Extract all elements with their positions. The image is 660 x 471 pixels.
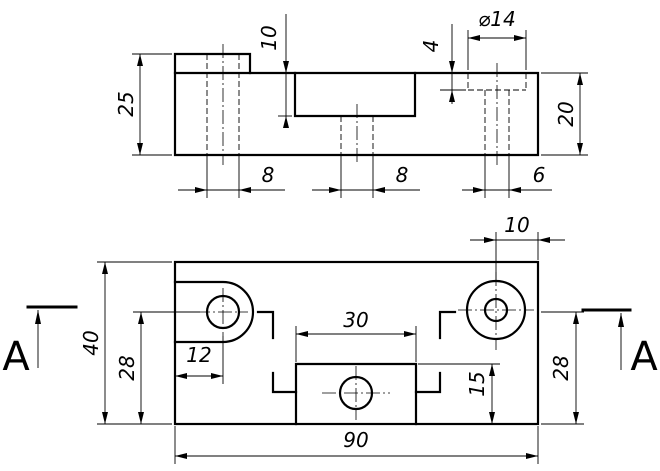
dim-counterbore-depth-label: 4 xyxy=(419,40,443,53)
right-slot-corner xyxy=(438,310,457,340)
left-slot-corner xyxy=(256,310,275,340)
dim-hole-left-label: 8 xyxy=(262,163,275,187)
dim-counterbore-diameter-label: ⌀14 xyxy=(478,7,516,31)
dim-hole-right: 6 xyxy=(462,155,552,198)
dim-edge-to-right-hole: 10 xyxy=(470,213,565,280)
front-hidden-lines xyxy=(206,54,527,155)
dim-depth-total-label: 40 xyxy=(79,330,103,355)
section-mark-right: A xyxy=(581,308,658,380)
dim-hole-right-label: 6 xyxy=(533,163,546,187)
dim-edge-to-right-hole-label: 10 xyxy=(504,213,529,237)
dim-left-hole-offset: 12 xyxy=(175,336,224,384)
dim-boss-height: 10 xyxy=(257,14,292,128)
slot-outline xyxy=(294,362,418,426)
top-center-lines xyxy=(196,272,534,420)
top-view: 10 30 40 28 xyxy=(2,213,658,464)
front-view: 25 10 4 ⌀14 xyxy=(114,7,588,198)
dim-base-height: 20 xyxy=(541,72,588,156)
dim-counterbore-depth: 4 xyxy=(419,24,466,104)
dim-slot-width-label: 30 xyxy=(343,308,368,332)
dim-overall-length: 90 xyxy=(174,426,539,464)
dim-hole-middle-label: 8 xyxy=(396,163,409,187)
dim-counterbore-diameter: ⌀14 xyxy=(467,7,527,70)
dim-depth-total: 40 xyxy=(79,261,172,425)
front-center-lines xyxy=(222,44,498,165)
dim-base-height-label: 20 xyxy=(554,101,578,126)
dim-overall-height-label: 25 xyxy=(114,91,138,116)
dim-hole-spacing-right: 28 xyxy=(541,311,584,425)
dim-hole-spacing-left-label: 28 xyxy=(115,355,139,380)
dim-hole-spacing-right-label: 28 xyxy=(549,355,573,380)
dim-hole-spacing-left: 28 xyxy=(115,311,200,424)
slot-right-step xyxy=(414,371,442,394)
dim-left-hole-offset-label: 12 xyxy=(186,343,211,367)
slot-left-step xyxy=(271,371,298,394)
section-mark-left-label: A xyxy=(2,334,30,380)
top-view-outline xyxy=(173,260,540,426)
dim-hole-middle: 8 xyxy=(312,155,420,198)
dim-hole-left: 8 xyxy=(178,155,285,198)
front-slot-outline xyxy=(293,71,417,118)
dim-overall-length-label: 90 xyxy=(343,428,368,452)
dim-boss-height-label: 10 xyxy=(257,25,281,50)
dim-slot-width: 30 xyxy=(295,308,417,362)
left-boss-outline xyxy=(173,280,255,344)
dim-overall-height: 25 xyxy=(114,53,172,156)
section-mark-right-label: A xyxy=(630,334,658,380)
front-view-outline xyxy=(173,52,540,157)
dim-slot-depth: 15 xyxy=(418,363,500,424)
section-mark-left: A xyxy=(2,305,78,380)
dim-slot-depth-label: 15 xyxy=(465,371,489,396)
